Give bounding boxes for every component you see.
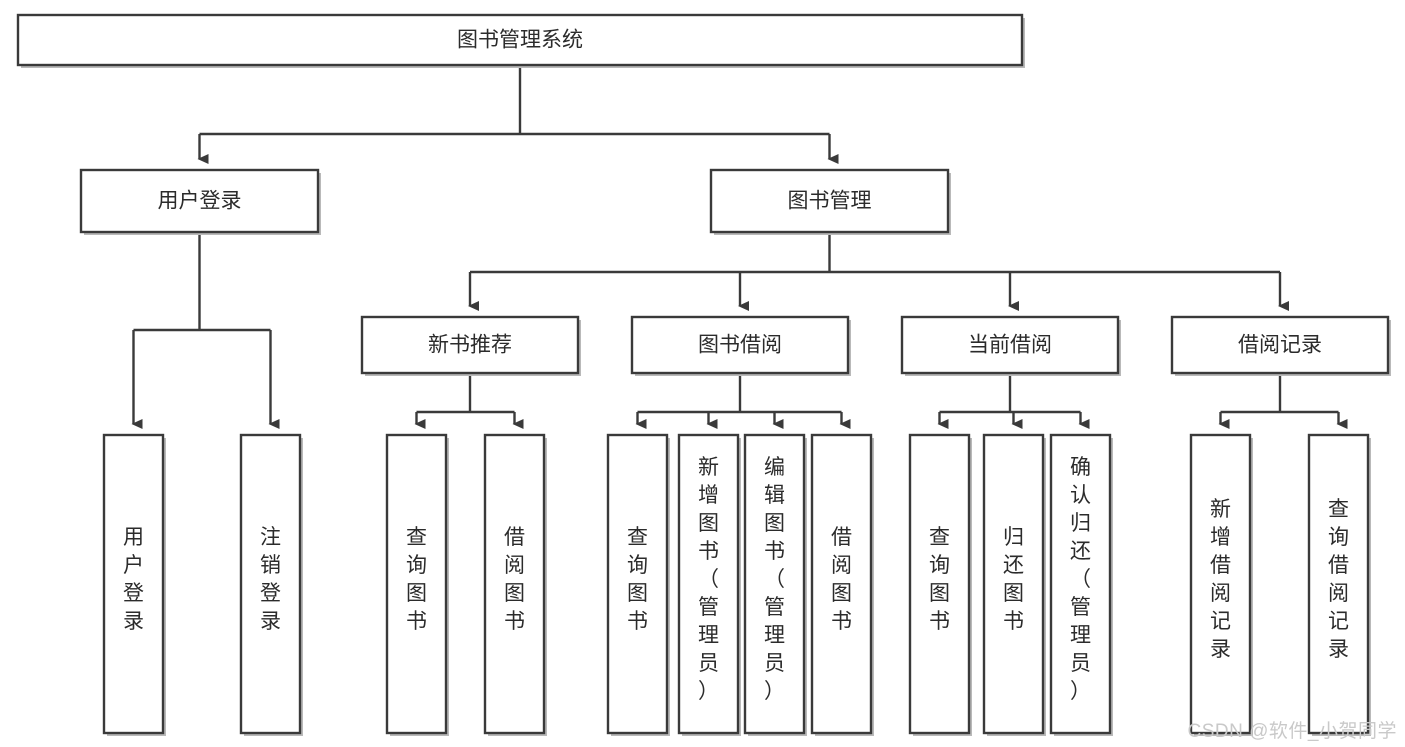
- edge-group-root: [197, 65, 839, 164]
- node-box[interactable]: [908, 433, 971, 735]
- node-leaf-borrow-book-2[interactable]: 借阅图书: [810, 433, 874, 736]
- watermark-text: CSDN @软件_小贺同学: [1187, 721, 1397, 742]
- node-leaf-query-book-1[interactable]: 查询图书: [385, 433, 449, 736]
- node-label: 归还图书: [1003, 526, 1024, 633]
- node-box[interactable]: [102, 433, 165, 735]
- node-label: 借阅图书: [504, 526, 525, 633]
- node-label: 新增借阅记录: [1210, 498, 1231, 661]
- node-box[interactable]: [1049, 433, 1112, 735]
- node-label: 新书推荐: [428, 334, 512, 357]
- edge-group-book-borrow: [635, 373, 851, 429]
- node-box[interactable]: [483, 433, 546, 735]
- node-box[interactable]: [743, 433, 806, 735]
- node-user-login[interactable]: 用户登录: [79, 168, 321, 235]
- node-box[interactable]: [1170, 315, 1390, 375]
- node-leaf-edit-book[interactable]: 编辑图书（管理员）: [743, 433, 807, 736]
- node-book-borrow[interactable]: 图书借阅: [630, 315, 851, 376]
- node-label: 图书借阅: [698, 334, 782, 357]
- node-box[interactable]: [709, 168, 950, 234]
- node-borrow-record[interactable]: 借阅记录: [1170, 315, 1391, 376]
- node-label: 查询图书: [627, 526, 648, 633]
- node-leaf-logout[interactable]: 注销登录: [239, 433, 303, 736]
- node-label: 用户登录: [123, 526, 144, 633]
- node-label: 确认归还（管理员）: [1070, 456, 1091, 703]
- node-box[interactable]: [385, 433, 448, 735]
- node-label: 图书管理系统: [457, 29, 583, 52]
- edge-group-borrow-record: [1218, 373, 1348, 429]
- node-box[interactable]: [1307, 433, 1370, 735]
- node-leaf-borrow-book-1[interactable]: 借阅图书: [483, 433, 547, 736]
- node-label: 注销登录: [260, 526, 281, 633]
- node-root[interactable]: 图书管理系统: [16, 13, 1025, 68]
- node-leaf-query-record[interactable]: 查询借阅记录: [1307, 433, 1371, 736]
- node-leaf-query-book-3[interactable]: 查询图书: [908, 433, 972, 736]
- node-leaf-add-record[interactable]: 新增借阅记录: [1189, 433, 1253, 736]
- node-box[interactable]: [900, 315, 1120, 375]
- node-leaf-return-book[interactable]: 归还图书: [982, 433, 1046, 736]
- node-label: 新增图书（管理员）: [698, 456, 719, 703]
- node-leaf-confirm-return[interactable]: 确认归还（管理员）: [1049, 433, 1113, 736]
- node-box[interactable]: [79, 168, 320, 234]
- node-label: 编辑图书（管理员）: [764, 456, 785, 703]
- edge-group-user-login: [131, 232, 280, 429]
- node-leaf-add-book[interactable]: 新增图书（管理员）: [677, 433, 741, 736]
- node-box[interactable]: [1189, 433, 1252, 735]
- node-label: 查询图书: [929, 526, 950, 633]
- nodes-layer: 图书管理系统用户登录图书管理新书推荐图书借阅当前借阅借阅记录用户登录注销登录查询…: [16, 13, 1391, 736]
- node-label: 借阅图书: [831, 526, 852, 633]
- node-current-borrow[interactable]: 当前借阅: [900, 315, 1121, 376]
- node-label: 查询借阅记录: [1328, 498, 1349, 661]
- edges-layer: [131, 65, 1348, 429]
- node-box[interactable]: [360, 315, 580, 375]
- node-label: 图书管理: [788, 190, 872, 213]
- node-leaf-user-login[interactable]: 用户登录: [102, 433, 166, 736]
- node-label: 当前借阅: [968, 334, 1052, 357]
- node-book-manage[interactable]: 图书管理: [709, 168, 951, 235]
- node-label: 用户登录: [158, 190, 242, 213]
- node-box[interactable]: [810, 433, 873, 735]
- node-new-book-rec[interactable]: 新书推荐: [360, 315, 581, 376]
- node-box[interactable]: [630, 315, 850, 375]
- node-box[interactable]: [239, 433, 302, 735]
- edge-group-current-borrow: [937, 373, 1090, 429]
- node-box[interactable]: [16, 13, 1024, 67]
- node-label: 借阅记录: [1238, 334, 1322, 357]
- edge-group-new-book-rec: [414, 373, 524, 429]
- node-box[interactable]: [606, 433, 669, 735]
- node-leaf-query-book-2[interactable]: 查询图书: [606, 433, 670, 736]
- node-box[interactable]: [982, 433, 1045, 735]
- edge-group-book-manage: [468, 232, 1289, 311]
- node-box[interactable]: [677, 433, 740, 735]
- node-label: 查询图书: [406, 526, 427, 633]
